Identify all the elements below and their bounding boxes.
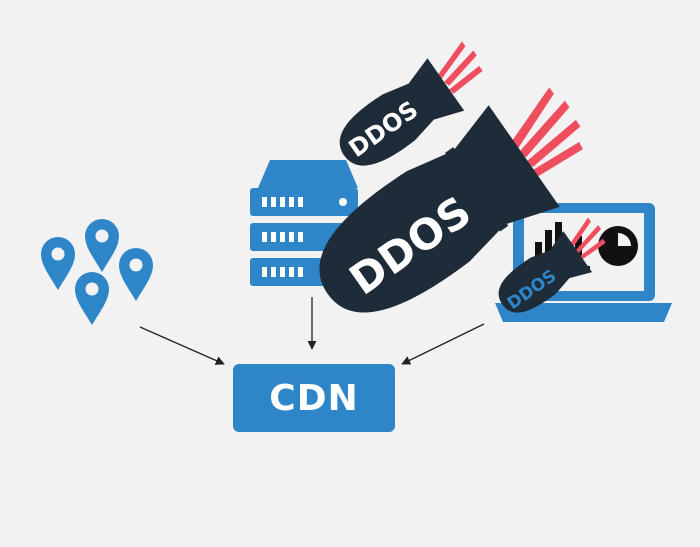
arrow-icon xyxy=(401,323,485,365)
map-pin-icon xyxy=(41,237,75,290)
flame-icon xyxy=(568,217,606,260)
map-pin-icon xyxy=(75,272,109,325)
cdn-label: CDN xyxy=(269,377,359,419)
bomb-icon xyxy=(339,41,483,166)
flame-icon xyxy=(509,87,583,181)
location-pins-group xyxy=(41,219,153,325)
arrow-icon xyxy=(139,326,225,365)
cdn-box: CDN xyxy=(233,364,395,432)
bomb-icon xyxy=(498,217,606,313)
flame-icon xyxy=(437,41,483,94)
bomb-icon xyxy=(319,87,583,313)
map-pin-icon xyxy=(85,219,119,272)
server-icon xyxy=(250,160,358,286)
pie-chart-icon xyxy=(598,226,638,266)
map-pin-icon xyxy=(119,248,153,301)
